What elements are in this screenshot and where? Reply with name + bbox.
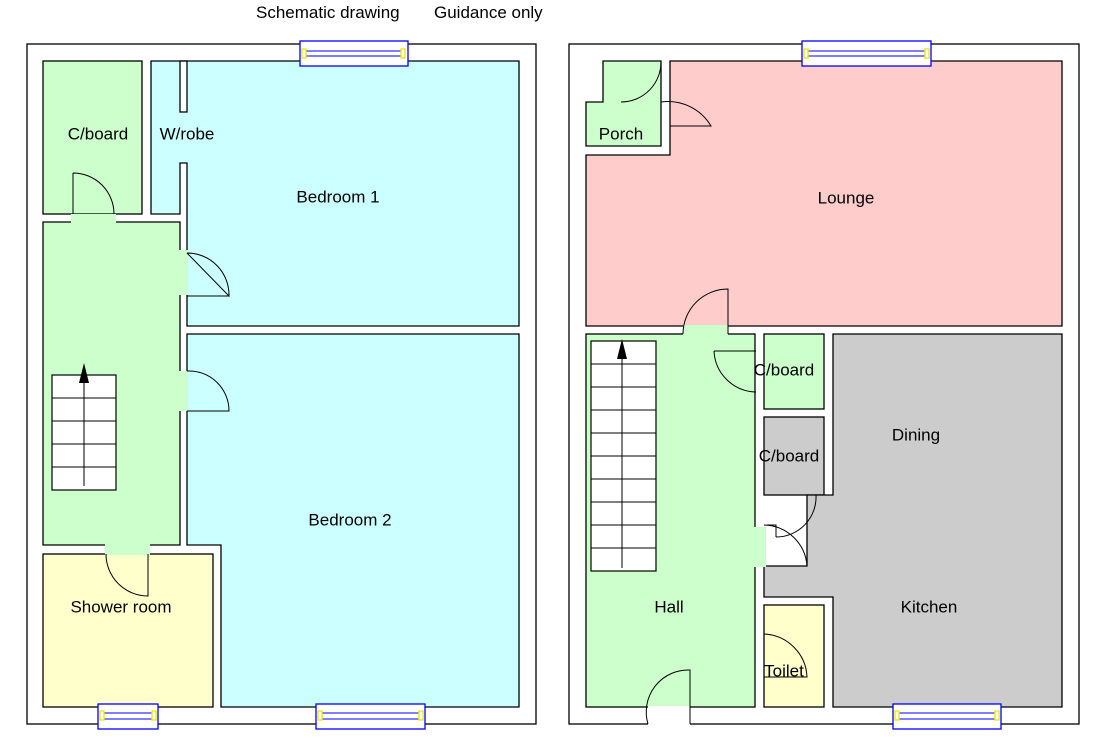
window bbox=[801, 40, 932, 67]
stair-arrow-icon bbox=[617, 339, 627, 359]
door-opening bbox=[754, 527, 766, 567]
schematic-note: Schematic drawing bbox=[256, 3, 400, 22]
guidance-note: Guidance only bbox=[434, 3, 543, 22]
door-cupboard[interactable] bbox=[72, 172, 115, 215]
room-cupboard2 bbox=[763, 416, 825, 496]
staircase bbox=[590, 339, 657, 572]
room-dining-kitchen bbox=[763, 333, 1063, 708]
room-cupboard1 bbox=[763, 333, 825, 410]
wall-stub bbox=[179, 60, 188, 113]
door-lounge[interactable] bbox=[682, 288, 729, 335]
door-bedroom2[interactable] bbox=[186, 370, 230, 412]
front-door[interactable] bbox=[645, 669, 691, 725]
window bbox=[892, 703, 1002, 730]
door-cupboard1[interactable] bbox=[713, 350, 757, 393]
label-hall: Hall bbox=[654, 597, 683, 616]
door-toilet[interactable] bbox=[763, 633, 808, 678]
label-shower: Shower room bbox=[70, 597, 171, 616]
front-door-opening bbox=[648, 706, 690, 726]
door-shower[interactable] bbox=[105, 553, 149, 597]
label-dining: Dining bbox=[892, 425, 940, 444]
first-floor-plan: C/board W/robe Bedroom 1 Bedroom 2 Showe… bbox=[26, 40, 537, 730]
window bbox=[315, 703, 426, 730]
ground-floor-plan: Porch Lounge C/board C/board Dining Hall… bbox=[568, 40, 1080, 730]
door-opening bbox=[179, 250, 188, 295]
window bbox=[97, 703, 159, 730]
label-bedroom2: Bedroom 2 bbox=[308, 510, 391, 529]
room-lounge bbox=[585, 60, 1063, 327]
door-opening bbox=[683, 325, 728, 335]
door-opening bbox=[105, 544, 150, 555]
staircase bbox=[51, 363, 117, 491]
door-bedroom1[interactable] bbox=[186, 252, 231, 297]
label-cupboard: C/board bbox=[68, 124, 128, 143]
door-kitchen[interactable] bbox=[763, 524, 808, 567]
room-bedroom1 bbox=[150, 60, 520, 327]
stair-arrow-icon bbox=[79, 363, 89, 383]
room-cupboard bbox=[42, 60, 143, 215]
door-opening bbox=[71, 214, 116, 223]
label-wardrobe: W/robe bbox=[160, 124, 215, 143]
label-cupboard2: C/board bbox=[759, 446, 819, 465]
room-toilet bbox=[763, 604, 825, 708]
room-bedroom2 bbox=[186, 333, 520, 708]
room-shower bbox=[42, 553, 214, 708]
label-toilet: Toilet bbox=[764, 661, 804, 680]
label-porch: Porch bbox=[599, 124, 643, 143]
label-cupboard1: C/board bbox=[754, 360, 814, 379]
label-bedroom1: Bedroom 1 bbox=[296, 187, 379, 206]
door-porch[interactable] bbox=[620, 60, 712, 127]
door-opening bbox=[179, 371, 188, 411]
label-kitchen: Kitchen bbox=[901, 597, 958, 616]
label-lounge: Lounge bbox=[818, 188, 875, 207]
window bbox=[299, 40, 409, 67]
